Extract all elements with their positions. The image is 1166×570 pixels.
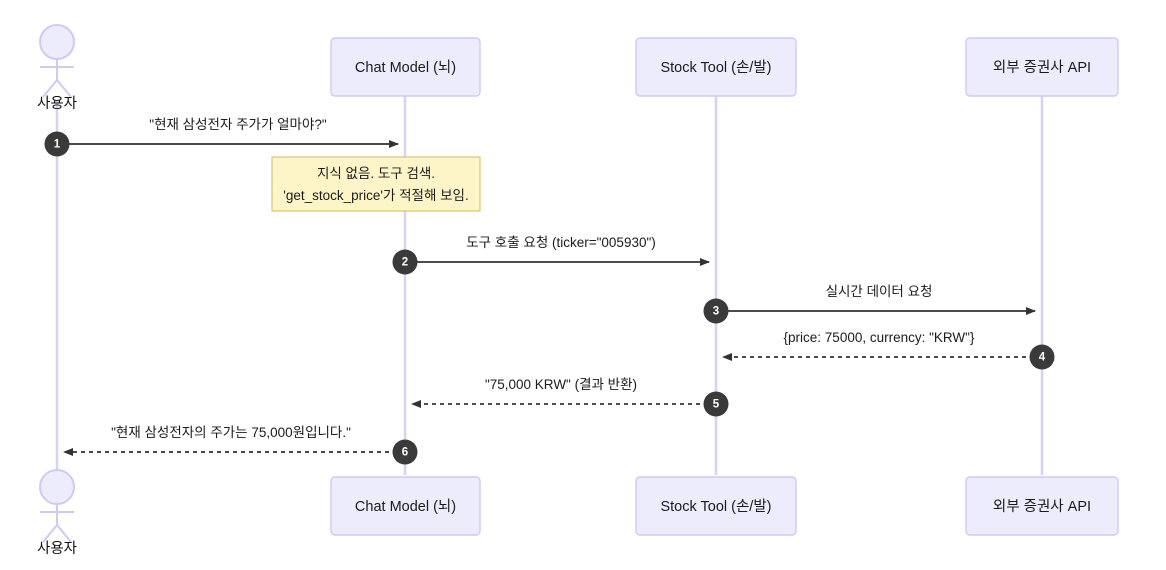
participant-chat-model-bottom[interactable]: Chat Model (뇌)	[330, 476, 481, 536]
sequence-marker-1	[44, 131, 70, 157]
message-1[interactable]: "현재 삼성전자 주가가 얼마야?" 1	[44, 117, 399, 157]
message-2[interactable]: 도구 호출 요청 (ticker="005930") 2	[392, 235, 710, 275]
message-6[interactable]: "현재 삼성전자의 주가는 75,000원입니다." 6	[63, 425, 418, 465]
participant-label-user-bottom: 사용자	[37, 540, 77, 557]
sequence-marker-4	[1029, 344, 1055, 370]
avatar-head-icon-bottom	[39, 469, 75, 505]
participant-actor-user-bottom[interactable]: 사용자	[37, 469, 77, 557]
participant-broker-api-bottom[interactable]: 외부 증권사 API	[965, 476, 1119, 536]
participant-stock-tool-bottom[interactable]: Stock Tool (손/발)	[635, 476, 797, 536]
participant-box-chat-model-top	[330, 37, 481, 97]
participant-box-stock-tool-top	[635, 37, 797, 97]
participant-label-user-top: 사용자	[37, 95, 77, 112]
note-line-1: 지식 없음. 도구 검색.	[317, 166, 435, 181]
participant-box-stock-tool-bottom	[635, 476, 797, 536]
message-label-2: 도구 호출 요청 (ticker="005930")	[466, 235, 656, 250]
sequence-marker-5	[703, 391, 729, 417]
participant-label-stock-tool-top: Stock Tool (손/발)	[660, 59, 771, 76]
sequence-number-3: 3	[713, 306, 719, 318]
sequence-marker-3	[703, 298, 729, 324]
sequence-number-1: 1	[54, 139, 61, 151]
sequence-number-5: 5	[713, 399, 720, 411]
participant-stock-tool-top[interactable]: Stock Tool (손/발)	[635, 37, 797, 97]
message-label-5: "75,000 KRW" (결과 반환)	[485, 377, 637, 392]
participant-actor-user-top[interactable]: 사용자	[37, 24, 77, 112]
participant-chat-model-top[interactable]: Chat Model (뇌)	[330, 37, 481, 97]
sequence-marker-6	[392, 439, 418, 465]
sequence-number-6: 6	[402, 447, 408, 459]
participant-label-broker-api-top: 외부 증권사 API	[993, 59, 1091, 76]
message-label-3: 실시간 데이터 요청	[826, 284, 933, 299]
participant-label-stock-tool-bottom: Stock Tool (손/발)	[660, 498, 771, 515]
participant-label-broker-api-bottom: 외부 증권사 API	[993, 498, 1091, 515]
message-4[interactable]: {price: 75000, currency: "KRW"} 4	[722, 330, 1055, 370]
note-box	[271, 156, 481, 212]
avatar-body-icon	[40, 59, 74, 98]
message-5[interactable]: "75,000 KRW" (결과 반환) 5	[411, 377, 729, 417]
participant-box-broker-api-bottom	[965, 476, 1119, 536]
note-line-2: 'get_stock_price'가 적절해 보임.	[283, 188, 468, 203]
message-label-4: {price: 75000, currency: "KRW"}	[784, 330, 975, 345]
avatar-head-icon	[39, 24, 75, 60]
participant-box-chat-model-bottom	[330, 476, 481, 536]
participant-box-broker-api-top	[965, 37, 1119, 97]
participant-label-chat-model-bottom: Chat Model (뇌)	[355, 498, 456, 515]
sequence-number-2: 2	[402, 257, 408, 269]
message-label-1: "현재 삼성전자 주가가 얼마야?"	[149, 117, 327, 132]
avatar-body-icon-bottom	[40, 504, 74, 543]
participant-broker-api-top[interactable]: 외부 증권사 API	[965, 37, 1119, 97]
sequence-number-4: 4	[1039, 352, 1046, 364]
message-label-6: "현재 삼성전자의 주가는 75,000원입니다."	[111, 425, 351, 440]
note-chat-model: 지식 없음. 도구 검색. 'get_stock_price'가 적절해 보임.	[271, 156, 481, 212]
sequence-marker-2	[392, 249, 418, 275]
message-3[interactable]: 실시간 데이터 요청 3	[703, 284, 1036, 324]
participant-label-chat-model-top: Chat Model (뇌)	[355, 59, 456, 76]
